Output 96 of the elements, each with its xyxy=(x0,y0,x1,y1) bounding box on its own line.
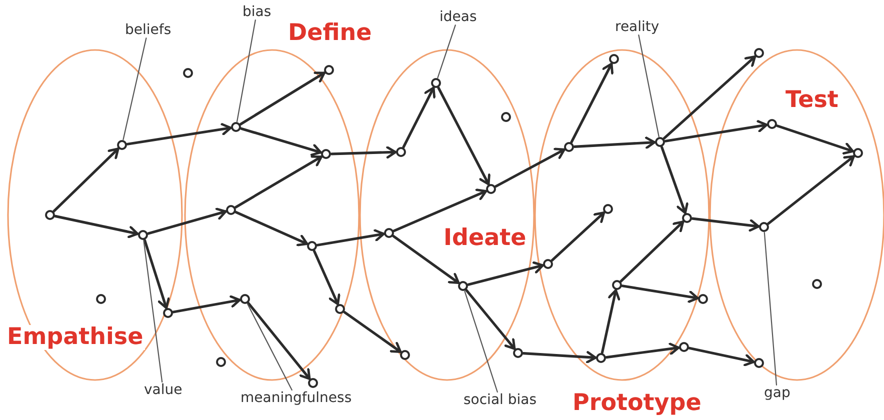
point-circle xyxy=(853,148,863,158)
leader-line xyxy=(236,20,256,122)
arrow xyxy=(688,346,755,366)
point-circle xyxy=(307,241,317,251)
leader-line xyxy=(246,303,292,391)
leader-line xyxy=(464,290,498,393)
callout-label: ideas xyxy=(440,9,477,26)
arrow xyxy=(54,214,139,238)
arrow xyxy=(437,86,490,186)
arrow xyxy=(172,295,241,314)
arrow xyxy=(247,302,311,380)
arrow xyxy=(392,234,460,284)
point-circle xyxy=(231,122,241,132)
point-circle xyxy=(655,137,665,147)
callout-label: value xyxy=(144,382,182,398)
point-circle xyxy=(324,65,334,75)
point-circle xyxy=(513,348,523,358)
point-circle xyxy=(96,294,106,304)
callout-label: bias xyxy=(242,4,272,20)
point-circle xyxy=(564,142,574,152)
arrow xyxy=(52,148,120,212)
arrow xyxy=(402,86,436,148)
arrow xyxy=(465,289,516,350)
arrow xyxy=(126,123,232,146)
point-circle xyxy=(163,308,173,318)
arrow xyxy=(660,146,688,214)
arrow xyxy=(620,220,684,282)
callout-label: social bias xyxy=(464,392,537,408)
arrow xyxy=(392,188,488,232)
arrow xyxy=(143,238,170,310)
arrow xyxy=(239,72,326,126)
point-circle xyxy=(754,48,764,58)
point-circle xyxy=(812,279,822,289)
point-circle xyxy=(612,280,622,290)
point-circle xyxy=(682,213,692,223)
point-circle xyxy=(396,147,406,157)
point-circle xyxy=(138,230,148,240)
arrow xyxy=(605,342,680,359)
point-circle xyxy=(679,342,689,352)
point-circle xyxy=(431,78,441,88)
stage-ellipse xyxy=(184,20,374,381)
arrow xyxy=(312,250,340,306)
point-circle xyxy=(501,112,511,122)
arrow xyxy=(621,284,699,303)
leader-line xyxy=(122,38,147,140)
point-circle xyxy=(754,358,764,368)
stage-ellipse xyxy=(534,49,710,416)
arrow xyxy=(776,124,854,155)
point-circle xyxy=(400,350,410,360)
point-circle xyxy=(45,210,55,220)
arrow xyxy=(550,211,606,262)
arrow xyxy=(234,210,308,246)
callout-label: gap xyxy=(764,385,790,402)
point-circle xyxy=(335,304,345,314)
arrow xyxy=(600,289,620,354)
point-circle xyxy=(321,149,331,159)
point-circle xyxy=(759,222,769,232)
callout-label: meaningfulness xyxy=(240,390,352,406)
point-circle xyxy=(543,259,553,269)
point-circle xyxy=(226,205,236,215)
arrow xyxy=(691,217,760,232)
arrow xyxy=(343,310,402,354)
leader-line xyxy=(764,232,778,386)
arrow xyxy=(664,120,768,142)
arrow xyxy=(573,136,656,149)
point-circle xyxy=(216,357,226,367)
point-circle xyxy=(458,281,468,291)
leader-line xyxy=(143,240,163,383)
arrow xyxy=(147,208,227,235)
point-circle xyxy=(596,353,606,363)
arrow xyxy=(240,127,322,156)
point-circle xyxy=(767,119,777,129)
point-circle xyxy=(308,378,318,388)
leader-line xyxy=(638,34,660,138)
point-circle xyxy=(117,140,127,150)
point-circle xyxy=(240,294,250,304)
stage-ellipse xyxy=(5,49,183,381)
arrow xyxy=(767,155,855,225)
point-circle xyxy=(698,294,708,304)
arrow xyxy=(467,261,544,286)
point-circle xyxy=(609,54,619,64)
stage-ellipse xyxy=(359,49,535,381)
arrow xyxy=(522,351,597,364)
callout-label: beliefs xyxy=(125,22,172,38)
point-circle xyxy=(486,184,496,194)
arrow xyxy=(570,62,614,144)
callout-label: reality xyxy=(615,19,660,36)
arrow xyxy=(316,229,385,246)
arrow xyxy=(234,155,323,208)
leader-line xyxy=(437,24,456,78)
point-circle xyxy=(384,228,394,238)
arrow xyxy=(494,148,566,188)
point-circle xyxy=(603,204,613,214)
arrow xyxy=(330,146,397,159)
arrow xyxy=(662,55,756,140)
point-circle xyxy=(183,68,193,78)
